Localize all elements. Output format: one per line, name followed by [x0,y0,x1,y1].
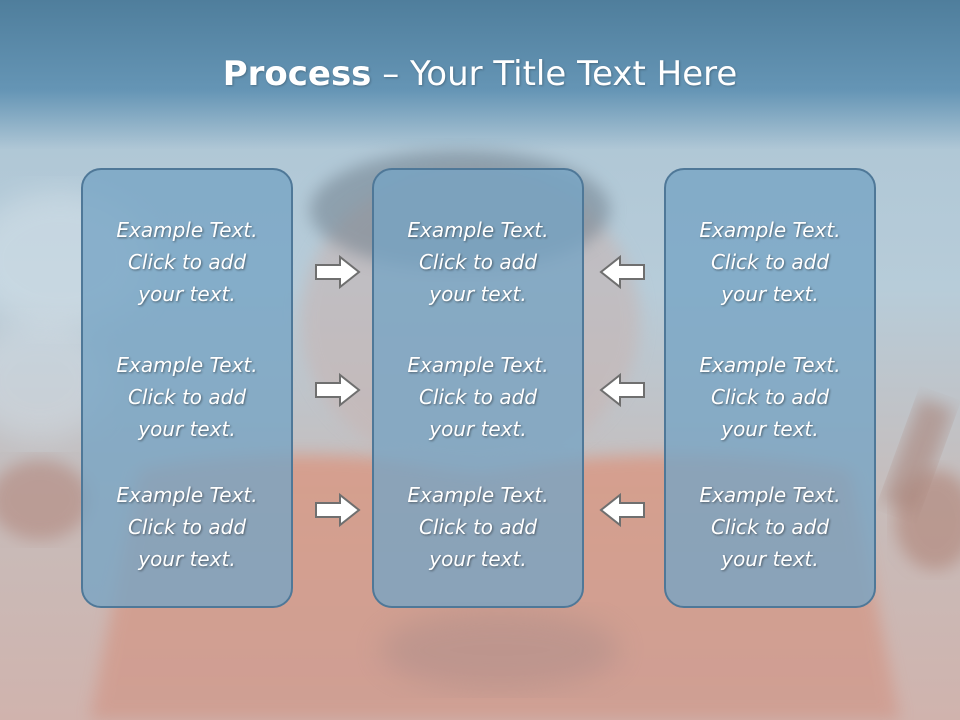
text-line: Click to add [418,515,538,539]
text-line: Click to add [710,250,830,274]
slide-title[interactable]: Process – Your Title Text Here [0,52,960,96]
text-line: Example Text. [116,218,258,242]
text-line: Click to add [127,250,247,274]
text-line: Example Text. [699,218,841,242]
text-placeholder[interactable]: Example Text. Click to add your text. [374,479,582,575]
text-line: Example Text. [699,483,841,507]
text-line: Click to add [418,250,538,274]
text-line: your text. [721,417,819,441]
title-band [0,0,960,150]
text-line: your text. [138,547,236,571]
text-line: your text. [721,282,819,306]
right-arrow-icon[interactable] [314,254,362,290]
right-arrow-icon[interactable] [314,492,362,528]
text-line: your text. [721,547,819,571]
text-line: Click to add [710,385,830,409]
text-line: your text. [429,547,527,571]
title-bold-part: Process [222,54,372,94]
process-box-left[interactable]: Example Text. Click to add your text. Ex… [81,168,293,608]
left-arrow-icon[interactable] [598,492,646,528]
text-placeholder[interactable]: Example Text. Click to add your text. [83,214,291,310]
text-placeholder[interactable]: Example Text. Click to add your text. [666,214,874,310]
process-box-right[interactable]: Example Text. Click to add your text. Ex… [664,168,876,608]
title-rest-part: – Your Title Text Here [371,54,738,94]
text-line: Click to add [710,515,830,539]
text-placeholder[interactable]: Example Text. Click to add your text. [666,479,874,575]
left-arrow-icon[interactable] [598,372,646,408]
text-line: Example Text. [407,353,549,377]
text-line: your text. [138,417,236,441]
text-line: Example Text. [116,483,258,507]
text-placeholder[interactable]: Example Text. Click to add your text. [374,349,582,445]
text-placeholder[interactable]: Example Text. Click to add your text. [666,349,874,445]
text-line: Click to add [418,385,538,409]
text-line: Example Text. [407,218,549,242]
text-placeholder[interactable]: Example Text. Click to add your text. [83,349,291,445]
text-placeholder[interactable]: Example Text. Click to add your text. [374,214,582,310]
process-box-center[interactable]: Example Text. Click to add your text. Ex… [372,168,584,608]
left-arrow-icon[interactable] [598,254,646,290]
text-line: your text. [138,282,236,306]
right-arrow-icon[interactable] [314,372,362,408]
text-line: Example Text. [407,483,549,507]
text-line: your text. [429,282,527,306]
text-line: your text. [429,417,527,441]
text-placeholder[interactable]: Example Text. Click to add your text. [83,479,291,575]
text-line: Click to add [127,515,247,539]
text-line: Example Text. [116,353,258,377]
text-line: Example Text. [699,353,841,377]
text-line: Click to add [127,385,247,409]
